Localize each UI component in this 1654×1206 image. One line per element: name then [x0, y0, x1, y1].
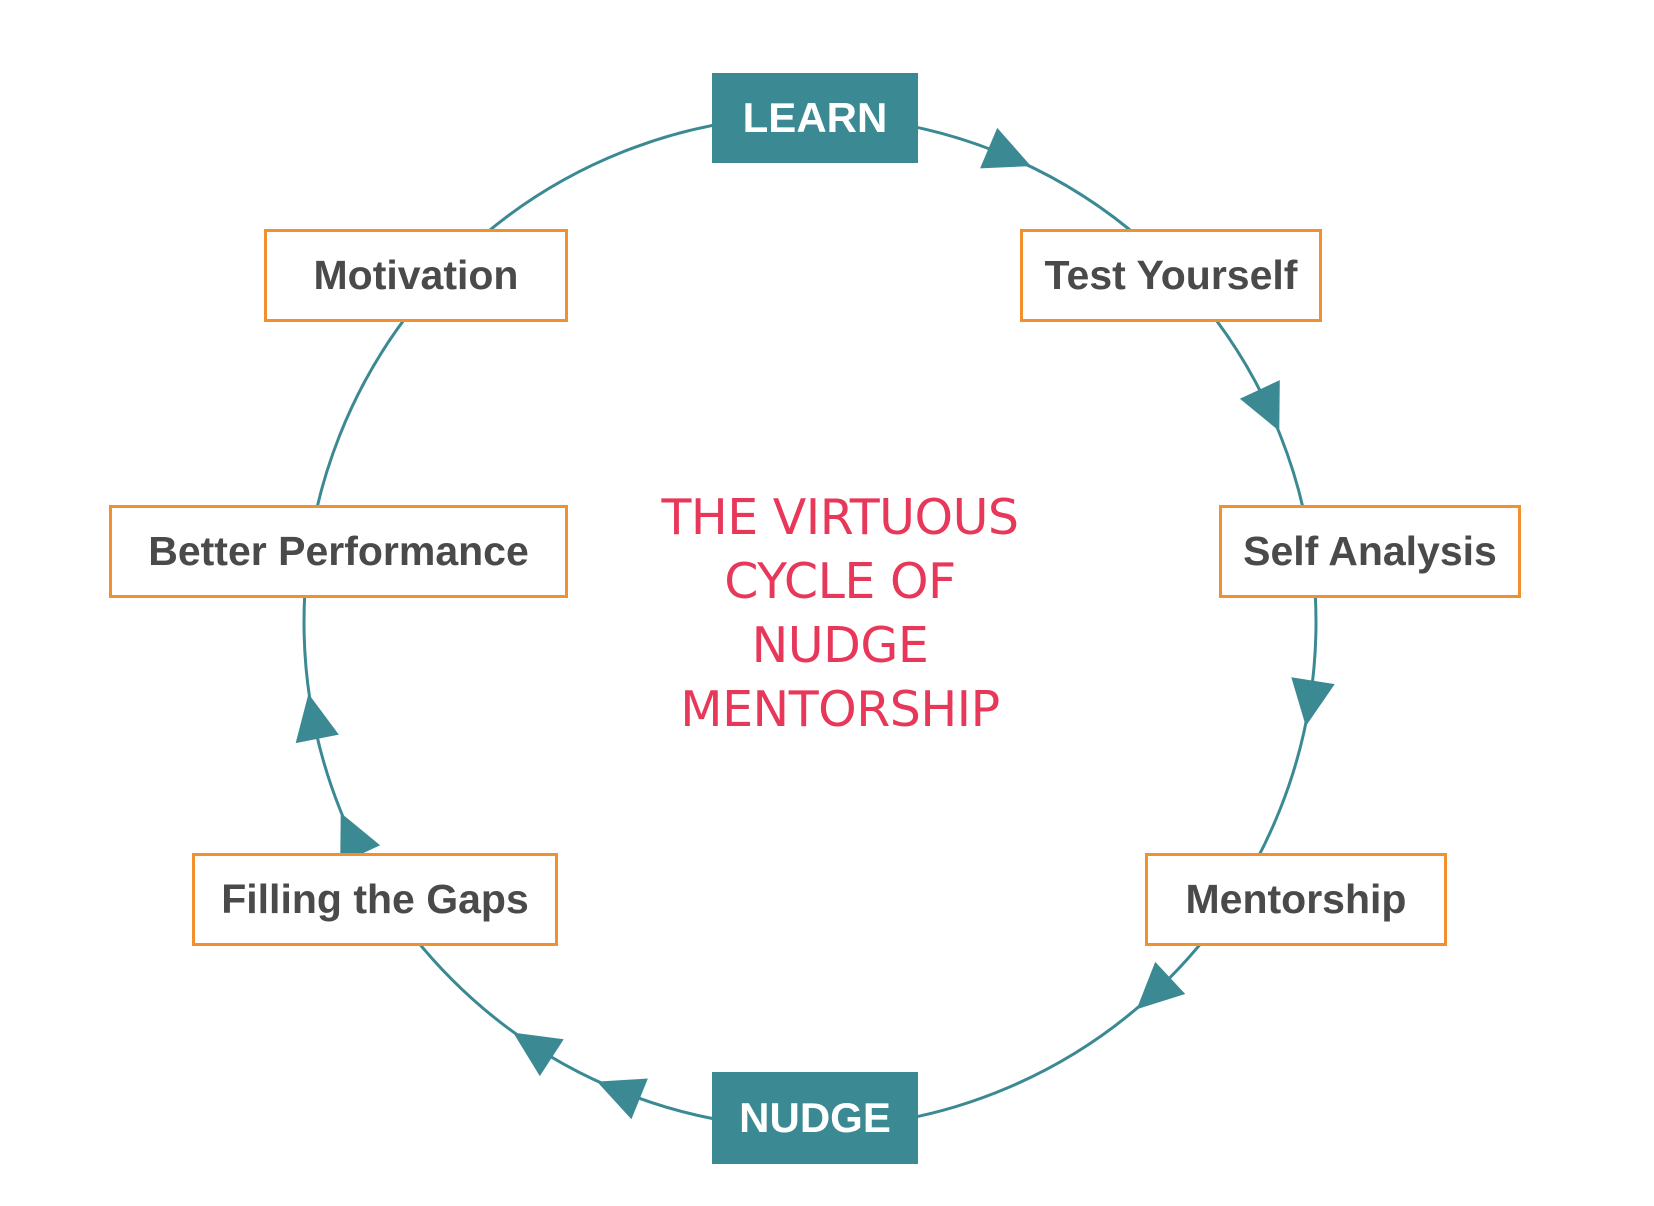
mentorship-node: Mentorship	[1145, 853, 1447, 946]
cycle-arrowhead	[1239, 380, 1280, 432]
nudge-node: NUDGE	[712, 1072, 918, 1164]
test-yourself-node: Test Yourself	[1020, 229, 1322, 322]
filling-the-gaps-node: Filling the Gaps	[192, 853, 558, 946]
self-analysis-node: Self Analysis	[1219, 505, 1521, 598]
cycle-arrowhead	[340, 812, 381, 864]
cycle-arrowhead	[980, 127, 1031, 169]
cycle-arrowheads	[295, 127, 1335, 1120]
motivation-node: Motivation	[264, 229, 568, 322]
cycle-arrowhead	[1136, 961, 1186, 1010]
cycle-title: THE VIRTUOUS CYCLE OF NUDGE MENTORSHIP	[600, 486, 1080, 742]
better-performance-node: Better Performance	[109, 505, 568, 598]
cycle-arrowhead	[1291, 677, 1335, 727]
cycle-arrowhead	[596, 1078, 648, 1120]
cycle-title-line: CYCLE OF	[724, 553, 956, 610]
cycle-arrowhead	[295, 693, 339, 744]
learn-node: LEARN	[712, 73, 918, 163]
cycle-title-line: THE VIRTUOUS	[661, 489, 1019, 546]
cycle-arrowhead	[513, 1032, 564, 1077]
cycle-title-line: MENTORSHIP	[680, 681, 1000, 738]
cycle-title-line: NUDGE	[751, 617, 929, 674]
